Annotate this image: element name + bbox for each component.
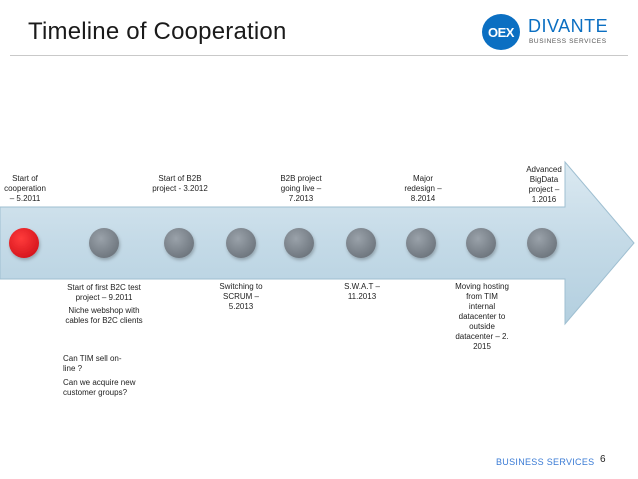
label-b2b-live: B2B project going live – 7.2013 [280,174,322,203]
milestone-dot-8-2014 [406,228,436,258]
label-switching-scrum: Switching to SCRUM – 5.2013 [219,282,263,311]
label-major-redesign: Major redesign – 8.2014 [404,174,442,203]
milestone-dot-2-2015 [466,228,496,258]
label-swat: S.W.A.T – 11.2013 [344,282,380,301]
label-start-of-cooperation: Start of cooperation – 5.2011 [4,174,46,203]
milestone-dot-7-2013 [284,228,314,258]
timeline-arrow [0,160,635,326]
label-start-of-b2b: Start of B2B project - 3.2012 [152,174,208,193]
divante-logo: OEX DIVANTE BUSINESS SERVICES [482,12,632,52]
milestone-dot-1-2016 [527,228,557,258]
label-moving-hosting: Moving hosting from TIM internal datacen… [455,282,509,351]
slide-title: Timeline of Cooperation [28,18,287,45]
logo-mark: OEX [482,14,520,50]
footer-brand: BUSINESS SERVICES [496,457,595,467]
milestone-dot-3-2012 [164,228,194,258]
milestone-dot-9-2011 [89,228,119,258]
label-question-customer-groups: Can we acquire new customer groups? [63,378,136,397]
page-number: 6 [600,454,606,465]
milestone-dot-5-2011 [9,228,39,258]
label-advanced-bigdata: Advanced BigData project – 1.2016 [526,165,562,204]
label-first-b2c-test: Start of first B2C test project – 9.2011 [67,283,141,302]
logo-name: DIVANTE [528,16,609,36]
milestone-dot-5-2013 [226,228,256,258]
milestone-dot-11-2013 [346,228,376,258]
logo-subtitle: BUSINESS SERVICES [529,38,607,45]
title-divider [10,55,628,56]
label-question-sell-online: Can TIM sell on-line ? [63,354,122,373]
label-niche-webshop: Niche webshop with cables for B2C client… [65,306,143,325]
